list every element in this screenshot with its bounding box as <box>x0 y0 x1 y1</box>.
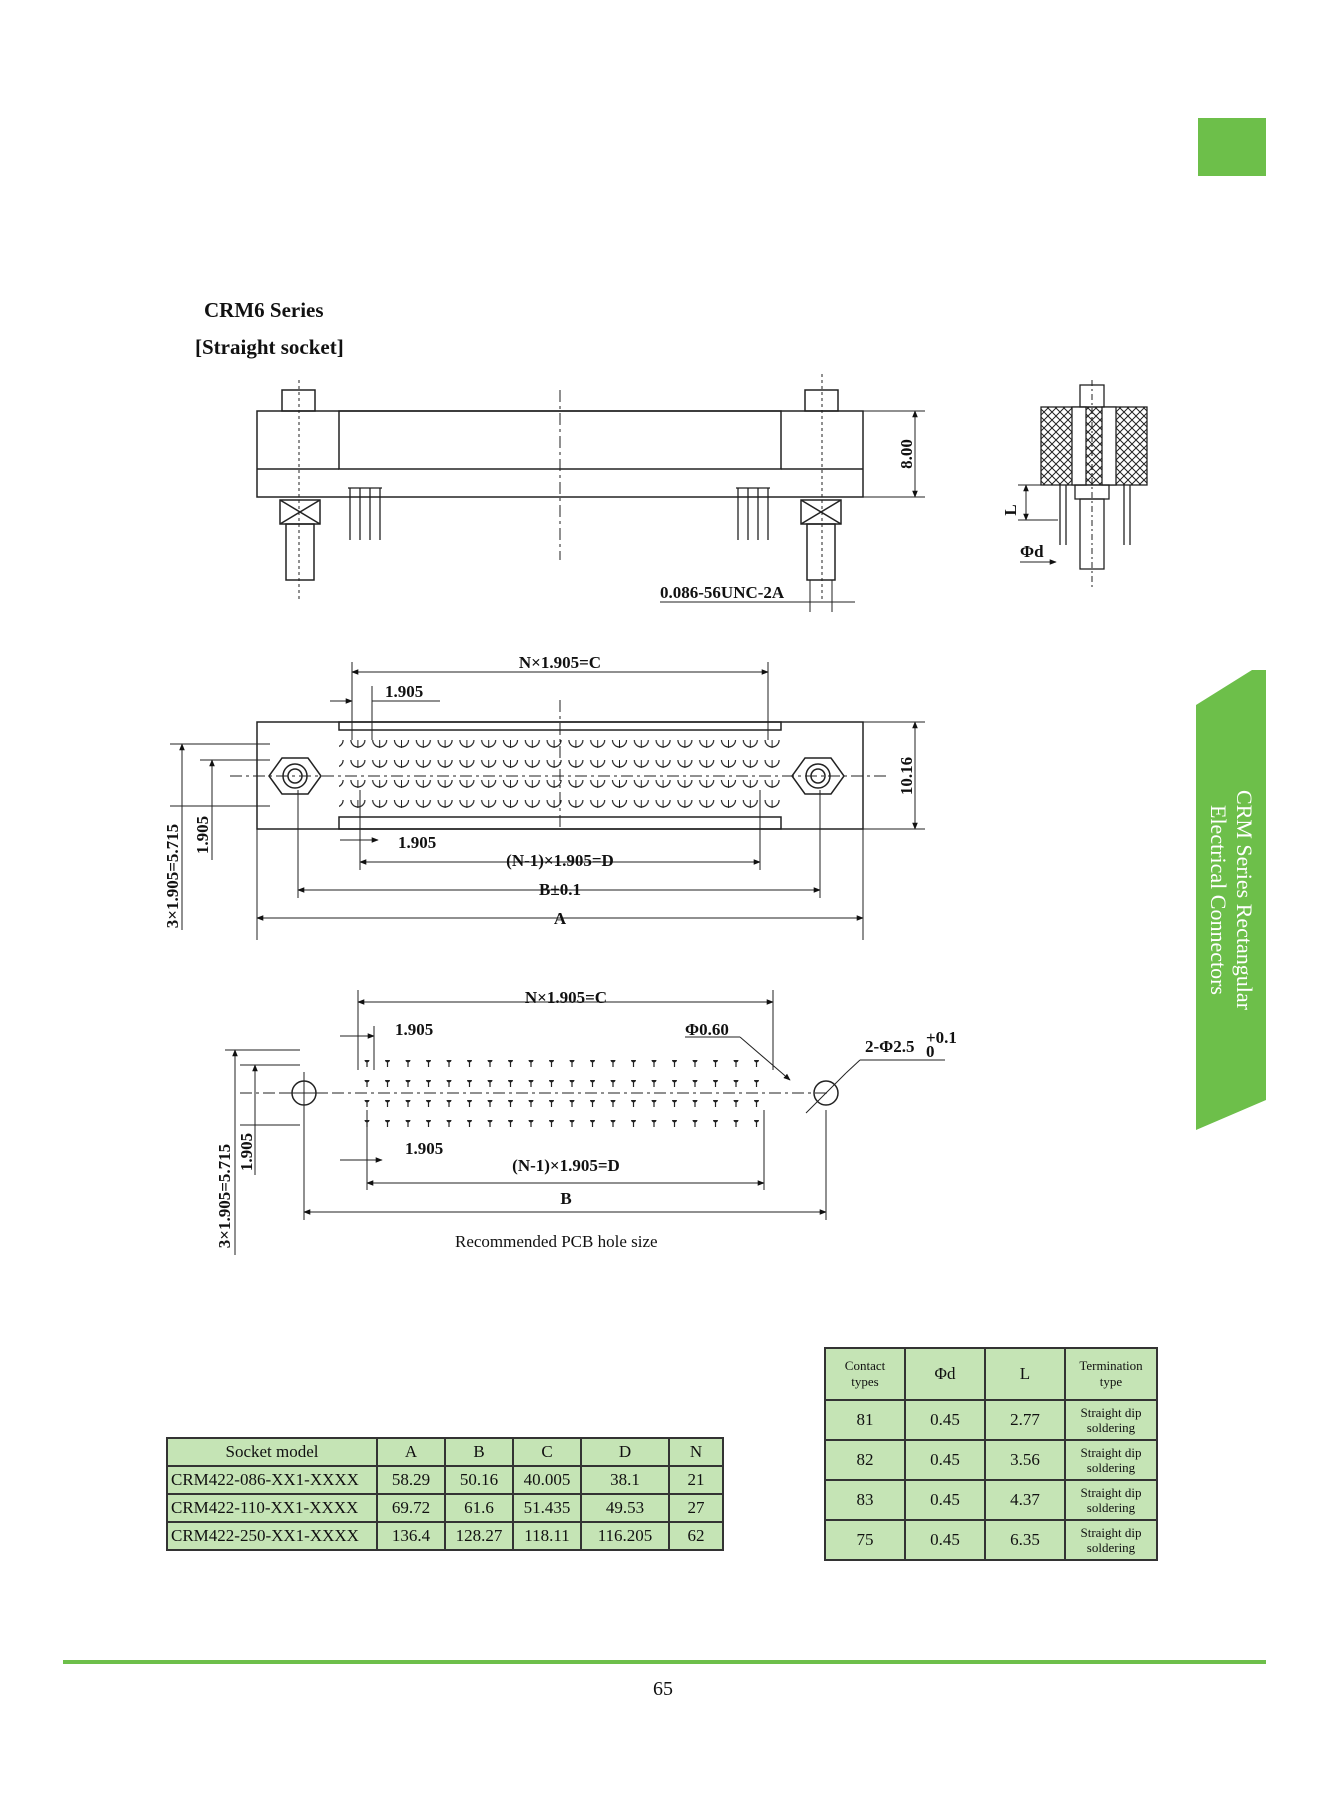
pitch-label-pcb: 1.905 <box>395 1020 433 1039</box>
pcb-view <box>225 990 945 1255</box>
socket-cell: 116.205 <box>580 1521 670 1551</box>
contact-cell: 81 <box>824 1399 906 1441</box>
phi-d-label: Φd <box>1020 542 1044 561</box>
table-row: 82 0.45 3.56 Straight dip soldering <box>824 1439 1158 1481</box>
socket-header-n: N <box>668 1437 724 1467</box>
top-view <box>170 662 925 940</box>
contact-cell: 3.56 <box>984 1439 1066 1481</box>
contact-header-phid: Φd <box>904 1347 986 1401</box>
socket-header-d: D <box>580 1437 670 1467</box>
socket-cell: 136.4 <box>376 1521 446 1551</box>
thread-label: 0.086-56UNC-2A <box>660 583 785 602</box>
side-tab-shape <box>1196 670 1266 1130</box>
contact-cell: Straight dip soldering <box>1064 1399 1158 1441</box>
contact-cell: 83 <box>824 1479 906 1521</box>
socket-cell: 61.6 <box>444 1493 514 1523</box>
socket-cell: 49.53 <box>580 1493 670 1523</box>
socket-cell: 51.435 <box>512 1493 582 1523</box>
table-row: CRM422-250-XX1-XXXX 136.4 128.27 118.11 … <box>166 1521 724 1551</box>
side-tab-line1: CRM Series Rectangular <box>1232 790 1257 1010</box>
page-number: 65 <box>653 1678 673 1700</box>
mount-tol-lower: 0 <box>926 1042 935 1061</box>
mount-tol-upper: +0.1 <box>926 1028 957 1047</box>
contact-cell: 0.45 <box>904 1439 986 1481</box>
side-view <box>256 374 925 612</box>
contact-cell: 6.35 <box>984 1519 1066 1561</box>
height-dimension: 8.00 <box>897 439 916 469</box>
socket-cell: 50.16 <box>444 1465 514 1495</box>
nd-label-top: (N-1)×1.905=D <box>506 851 614 870</box>
table-row: 83 0.45 4.37 Straight dip soldering <box>824 1479 1158 1521</box>
a-dimension-label: A <box>554 909 567 928</box>
contact-header-l: L <box>984 1347 1066 1401</box>
socket-cell: CRM422-250-XX1-XXXX <box>166 1521 378 1551</box>
contact-cell: Straight dip soldering <box>1064 1439 1158 1481</box>
contact-cell: 2.77 <box>984 1399 1066 1441</box>
contact-cell: 82 <box>824 1439 906 1481</box>
corner-accent-block <box>1198 118 1266 176</box>
socket-header-a: A <box>376 1437 446 1467</box>
section-subtitle: [Straight socket] <box>195 335 344 359</box>
contact-cell: Straight dip soldering <box>1064 1479 1158 1521</box>
contact-cell: 0.45 <box>904 1479 986 1521</box>
contact-cell: 0.45 <box>904 1399 986 1441</box>
socket-cell: 118.11 <box>512 1521 582 1551</box>
socket-cell: CRM422-086-XX1-XXXX <box>166 1465 378 1495</box>
contact-cell: Straight dip soldering <box>1064 1519 1158 1561</box>
socket-header-b: B <box>444 1437 514 1467</box>
row-pitch-label-pcb: 1.905 <box>237 1133 256 1171</box>
socket-cell: 21 <box>668 1465 724 1495</box>
footer-divider <box>63 1660 1266 1664</box>
table-row: CRM422-110-XX1-XXXX 69.72 61.6 51.435 49… <box>166 1493 724 1523</box>
socket-cell: 40.005 <box>512 1465 582 1495</box>
socket-header-model: Socket model <box>166 1437 378 1467</box>
contact-table: Contact types Φd L Termination type 81 0… <box>824 1347 1158 1561</box>
contact-header-type: Contact types <box>824 1347 906 1401</box>
socket-cell: 128.27 <box>444 1521 514 1551</box>
series-title: CRM6 Series <box>204 298 324 322</box>
table-row: 81 0.45 2.77 Straight dip soldering <box>824 1399 1158 1441</box>
nd-label-pcb: (N-1)×1.905=D <box>512 1156 620 1175</box>
b-label-pcb: B <box>560 1189 571 1208</box>
pitch-label-lower: 1.905 <box>398 833 436 852</box>
pitch-label-pcb-lower: 1.905 <box>405 1139 443 1158</box>
table-row: CRM422-086-XX1-XXXX 58.29 50.16 40.005 3… <box>166 1465 724 1495</box>
width-dimension: 10.16 <box>897 757 916 795</box>
row-span-label-pcb: 3×1.905=5.715 <box>215 1144 234 1248</box>
b-tolerance-label: B±0.1 <box>539 880 581 899</box>
socket-cell: 62 <box>668 1521 724 1551</box>
contact-cell: 4.37 <box>984 1479 1066 1521</box>
pitch-label-top: 1.905 <box>385 682 423 701</box>
socket-cell: 27 <box>668 1493 724 1523</box>
socket-cell: 69.72 <box>376 1493 446 1523</box>
pcb-caption: Recommended PCB hole size <box>455 1232 658 1251</box>
socket-header-c: C <box>512 1437 582 1467</box>
socket-cell: CRM422-110-XX1-XXXX <box>166 1493 378 1523</box>
phi-060-label: Φ0.60 <box>685 1020 729 1039</box>
contact-header-termination: Termination type <box>1064 1347 1158 1401</box>
L-label: L <box>1001 504 1020 515</box>
row-pitch-label-top: 1.905 <box>193 816 212 854</box>
side-tab: CRM Series Rectangular Electrical Connec… <box>1196 670 1266 1130</box>
contact-cell: 0.45 <box>904 1519 986 1561</box>
nxc-label-pcb: N×1.905=C <box>525 988 607 1007</box>
socket-table: Socket model A B C D N CRM422-086-XX1-XX… <box>166 1437 724 1551</box>
end-view <box>1018 380 1148 590</box>
contact-cell: 75 <box>824 1519 906 1561</box>
side-tab-line2: Electrical Connectors <box>1206 805 1231 995</box>
socket-cell: 38.1 <box>580 1465 670 1495</box>
mount-hole-label: 2-Φ2.5 <box>865 1037 915 1056</box>
row-span-label-top: 3×1.905=5.715 <box>163 824 182 928</box>
nxc-label-top: N×1.905=C <box>519 653 601 672</box>
table-row: 75 0.45 6.35 Straight dip soldering <box>824 1519 1158 1561</box>
socket-cell: 58.29 <box>376 1465 446 1495</box>
